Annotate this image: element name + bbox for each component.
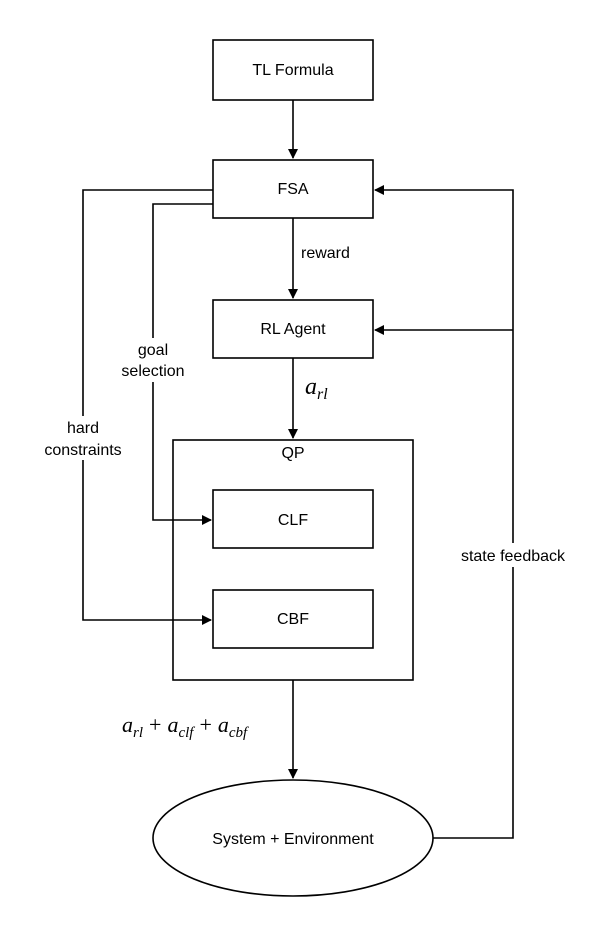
arrow-state-feedback-to-fsa — [374, 185, 514, 839]
qp-label: QP — [281, 445, 304, 462]
system-environment-label: System + Environment — [212, 831, 374, 848]
clf-label: CLF — [278, 512, 308, 529]
hard-constraints-label-line2: constraints — [44, 442, 121, 459]
sum-plus-1: + — [149, 712, 161, 737]
rl-agent-box — [212, 299, 374, 359]
goal-selection-label-bg — [114, 338, 192, 382]
arrow-hard-constraints — [82, 189, 213, 625]
fsa-box — [212, 159, 374, 219]
sum-term2-base: a — [167, 712, 178, 737]
sum-term1-base: a — [122, 712, 133, 737]
sum-term1-subscript: rl — [133, 725, 143, 741]
hard-constraints-label-line1: hard — [67, 420, 99, 437]
tl-formula-label: TL Formula — [252, 62, 333, 79]
rl-agent-label: RL Agent — [260, 321, 326, 338]
state-feedback-label-bg — [452, 543, 574, 567]
sum-term2-subscript: clf — [178, 725, 195, 741]
action-rl-subscript: rl — [317, 386, 328, 403]
clf-box — [212, 489, 374, 549]
cbf-box — [212, 589, 374, 649]
goal-selection-label-line1: goal — [138, 342, 168, 359]
goal-selection-label-line2: selection — [121, 363, 184, 380]
cbf-label: CBF — [277, 611, 309, 628]
action-sum-math: arl+aclf+acbf — [122, 712, 249, 741]
sum-plus-2: + — [199, 712, 211, 737]
reward-label: reward — [301, 245, 350, 262]
action-rl-base: a — [305, 374, 317, 400]
action-rl-math: arl — [305, 374, 328, 403]
tl-formula-box — [212, 39, 374, 101]
state-feedback-label: state feedback — [461, 548, 566, 565]
sum-term3-base: a — [218, 712, 229, 737]
hard-constraints-label-bg — [36, 416, 132, 460]
sum-term3-subscript: cbf — [229, 725, 249, 741]
fsa-label: FSA — [277, 181, 308, 198]
